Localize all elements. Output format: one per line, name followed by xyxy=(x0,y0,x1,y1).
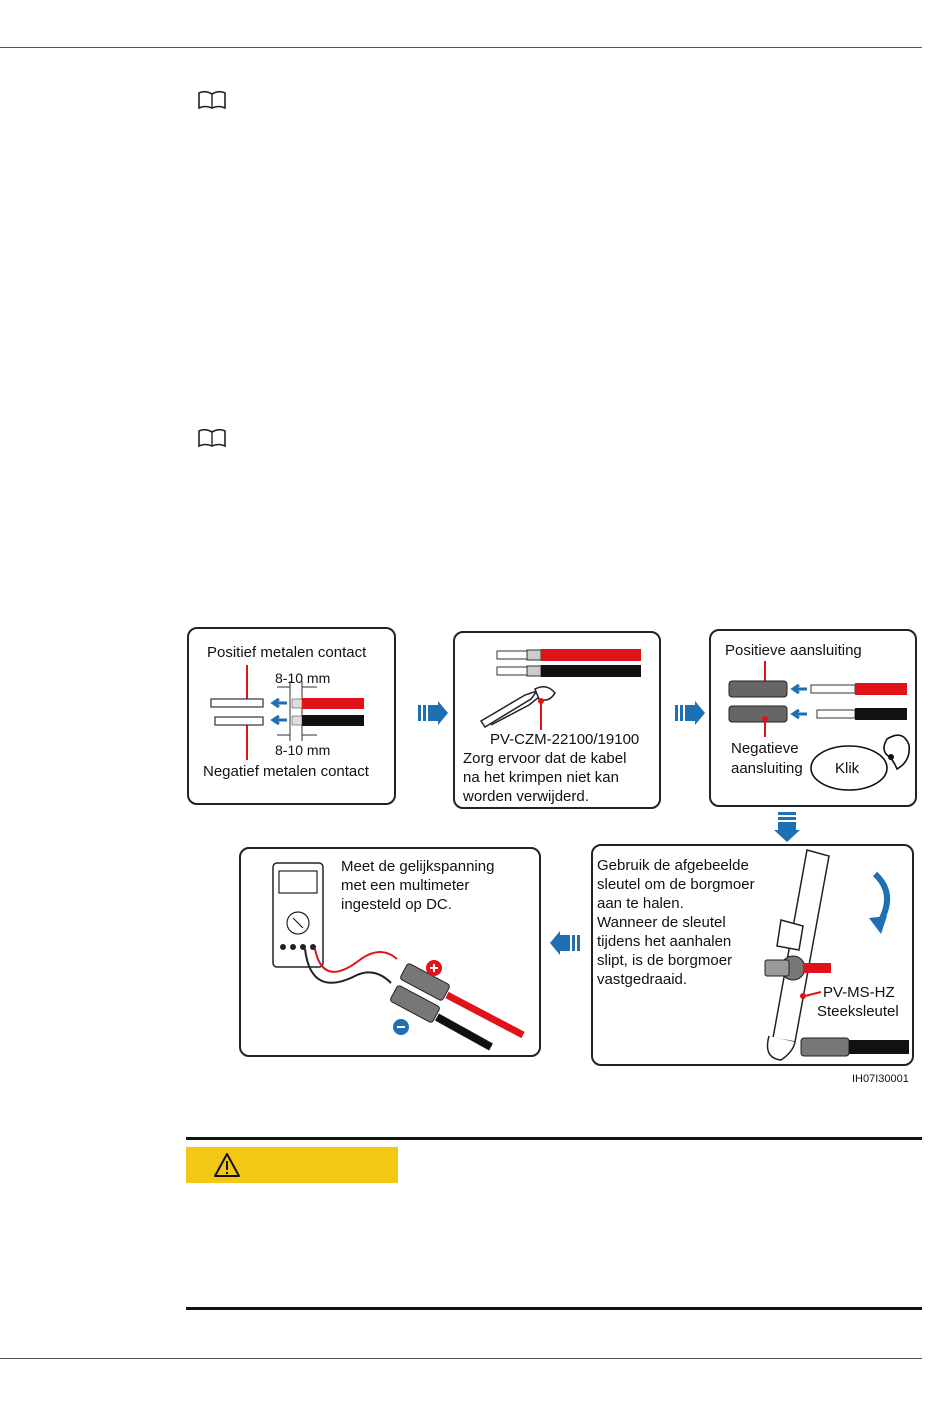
step-arrow-right-icon xyxy=(675,701,705,725)
warning-icon xyxy=(214,1153,240,1177)
dim-label-top: 8-10 mm xyxy=(275,670,331,686)
wrench-line-4: Wanneer de sleutel xyxy=(597,914,726,931)
negative-contact-label: Negatief metalen contact xyxy=(203,763,369,780)
caution-bottom-rule xyxy=(186,1307,922,1310)
panel-metal-contacts: Positief metalen contact 8-10 mm 8-10 mm… xyxy=(187,627,396,805)
wrench-line-7: vastgedraaid. xyxy=(597,971,688,988)
metal-contacts-illustration xyxy=(210,665,364,760)
step-arrow-left-icon xyxy=(550,931,580,955)
figure-id: IH07I30001 xyxy=(852,1073,909,1085)
wrench-tool-label-2: Steeksleutel xyxy=(817,1003,899,1020)
crimp-tool-label: PV-CZM-22100/19100 xyxy=(490,731,640,748)
step-arrow-right-icon xyxy=(418,701,448,725)
panel-multimeter: Meet de gelijkspanning met een multimete… xyxy=(239,847,541,1057)
multimeter-line-2: met een multimeter xyxy=(341,877,470,894)
wrench-line-2: sleutel om de borgmoer xyxy=(597,876,755,893)
negative-connector-label-2: aansluiting xyxy=(731,760,803,777)
crimp-note-line-3: worden verwijderd. xyxy=(463,788,589,805)
book-icon xyxy=(198,90,226,110)
click-label: Klik xyxy=(835,760,860,777)
header-rule xyxy=(0,47,922,48)
dim-label-bottom: 8-10 mm xyxy=(275,742,331,758)
wrench-line-1: Gebruik de afgebeelde xyxy=(597,857,749,874)
step-arrow-down-icon xyxy=(774,812,800,842)
wrench-line-3: aan te halen. xyxy=(597,895,684,912)
crimp-note-line-2: na het krimpen niet kan xyxy=(463,769,619,786)
connectors-illustration xyxy=(728,661,911,791)
positive-contact-label: Positief metalen contact xyxy=(207,644,367,661)
footer-rule xyxy=(0,1358,922,1359)
caution-top-rule xyxy=(186,1137,922,1140)
crimp-tool-illustration xyxy=(479,649,641,730)
book-icon xyxy=(198,428,226,448)
multimeter-illustration xyxy=(272,862,525,1051)
crimp-note-line-1: Zorg ervoor dat de kabel xyxy=(463,750,627,767)
panel-connectors: Positieve aansluiting Negatieve aansluit… xyxy=(709,629,917,807)
wrench-illustration xyxy=(764,849,909,1061)
positive-connector-label: Positieve aansluiting xyxy=(725,642,862,659)
multimeter-line-1: Meet de gelijkspanning xyxy=(341,858,495,875)
multimeter-line-3: ingesteld op DC. xyxy=(341,896,452,913)
panel-wrench: Gebruik de afgebeelde sleutel om de borg… xyxy=(591,844,914,1066)
wrench-tool-label-1: PV-MS-HZ xyxy=(823,984,895,1001)
wrench-line-6: slipt, is de borgmoer xyxy=(597,952,733,969)
negative-connector-label-1: Negatieve xyxy=(731,740,799,757)
panel-crimp-tool: PV-CZM-22100/19100 Zorg ervoor dat de ka… xyxy=(453,631,661,809)
wrench-line-5: tijdens het aanhalen xyxy=(597,933,732,950)
